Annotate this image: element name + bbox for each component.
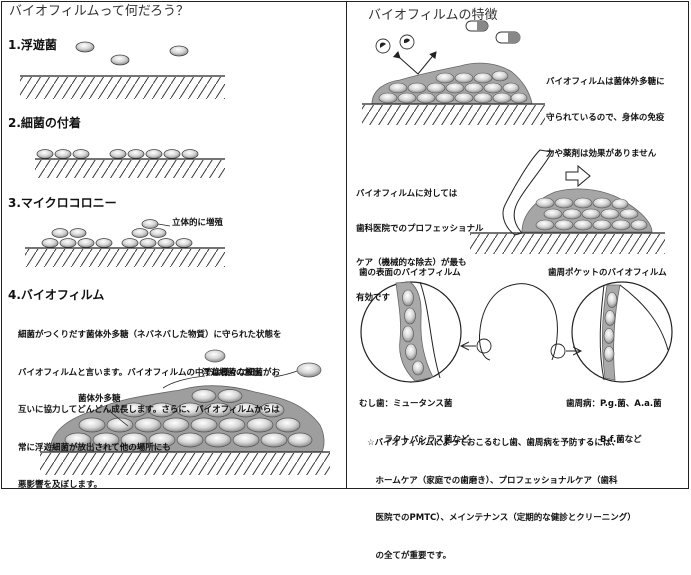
eps-leader-line bbox=[107, 409, 129, 427]
step-3-note: 立体的に増殖 bbox=[172, 218, 224, 228]
deflect-arrow bbox=[392, 51, 437, 75]
eps-label: 菌体外多糖 bbox=[78, 394, 121, 404]
floating-bacterium bbox=[75, 41, 95, 53]
floating-bacterium bbox=[169, 45, 189, 57]
caries-line: ラクトバシラス菌など bbox=[359, 435, 470, 445]
attached-bacteria-group bbox=[36, 149, 199, 159]
biofilm-feature bbox=[371, 62, 533, 105]
removal-paragraph: バイオフィルムに対しては 歯科医院でのプロフェッショナル ケア（機械的な除去）が… bbox=[356, 166, 484, 316]
biofilm-cells bbox=[64, 389, 313, 448]
step-2-heading: 2.細菌の付着 bbox=[8, 116, 81, 130]
surface-step4 bbox=[40, 451, 330, 475]
feature-line: バイオフィルムは菌体外多糖に bbox=[546, 77, 665, 87]
step-4-line: バイオフィルムと言います。バイオフィルムの中では様々な細菌がお bbox=[18, 367, 280, 378]
removal-line: 有効です bbox=[356, 292, 391, 303]
feature-line: 守られているので、身体の免疫 bbox=[546, 113, 665, 123]
release-leader-line bbox=[273, 370, 298, 378]
direction-arrow bbox=[565, 164, 591, 188]
released-bacterium bbox=[204, 349, 226, 363]
feature-line: 力や薬剤は効果がありません bbox=[546, 149, 657, 159]
step-4-line: 細菌がつくりだす菌体外多糖（ネバネバした物質）に守られた状態を bbox=[18, 330, 282, 340]
prevention-line: ☆バイオフィルムによっておこるむし歯、歯周病を予防するには、 bbox=[367, 438, 620, 448]
step-4-paragraph: 細菌がつくりだす菌体外多糖（ネバネバした物質）に守られた状態を バイオフィルムと… bbox=[18, 304, 282, 504]
tooth-surface-magnifier bbox=[360, 281, 462, 383]
perio-pocket-magnifier bbox=[571, 281, 673, 383]
step-4-line: 悪影響を及ぼします。 bbox=[18, 480, 103, 490]
prevention-line: の全てが重要です。 bbox=[367, 550, 452, 561]
release-leader-line bbox=[162, 375, 206, 389]
prevention-line: ホームケア（家庭での歯磨き）、プロフェッショナルケア（歯科 bbox=[367, 475, 618, 486]
center-divider bbox=[346, 1, 347, 489]
step-1-heading: 1.浮遊菌 bbox=[8, 38, 57, 52]
step-4-heading: 4.バイオフィルム bbox=[8, 288, 105, 302]
step-4-line: 常に浮遊細菌が放出されて他の場所にも bbox=[18, 442, 171, 453]
surface-step2 bbox=[35, 158, 225, 178]
caries-line: むし歯：ミュータンス菌 bbox=[359, 399, 453, 409]
perio-paragraph: 歯周病：P.g.菌、A.a.菌 B.f.菌など bbox=[566, 374, 662, 458]
released-bacterium bbox=[296, 362, 322, 378]
tooth-surface-label: 歯の表面のバイオフィルム bbox=[359, 268, 461, 278]
perio-line: B.f.菌など bbox=[566, 435, 642, 445]
step-3-heading: 3.マイクロコロニー bbox=[8, 196, 117, 210]
prevention-line: 医院でのPMTC）、メインテナンス（定期的な健診とクリーニング） bbox=[367, 513, 636, 523]
prevention-paragraph: ☆バイオフィルムによっておこるむし歯、歯周病を予防するには、 ホームケア（家庭で… bbox=[367, 412, 636, 575]
page-frame bbox=[1, 1, 689, 489]
biofilm-removal bbox=[521, 188, 653, 233]
right-panel-title: バイオフィルムの特徴 bbox=[368, 8, 498, 23]
surface-removal bbox=[470, 232, 665, 254]
perio-line: 歯周病：P.g.菌、A.a.菌 bbox=[566, 399, 662, 409]
release-label: 浮遊細菌の放出 bbox=[202, 368, 262, 378]
tooth-outline bbox=[462, 283, 580, 361]
caries-paragraph: むし歯：ミュータンス菌 ラクトバシラス菌など bbox=[359, 374, 469, 458]
removal-line: ケア（機械的な除去）が最も bbox=[356, 258, 467, 268]
drug-capsules bbox=[465, 20, 521, 44]
left-panel-title: バイオフィルムって何だろう？ bbox=[9, 4, 190, 19]
removal-line: バイオフィルムに対しては bbox=[356, 189, 458, 199]
microcolony-group bbox=[41, 219, 193, 248]
surface-step3 bbox=[25, 247, 225, 267]
illustration-canvas bbox=[20, 20, 673, 475]
floating-bacteria-group bbox=[75, 41, 189, 66]
floating-bacterium bbox=[110, 54, 130, 66]
surface-feature bbox=[362, 103, 545, 125]
step-4-line: 互いに協力してどんどん成長します。さらに、バイオフィルムからは bbox=[18, 405, 280, 415]
biofilm-large bbox=[49, 349, 325, 453]
feature-paragraph: バイオフィルムは菌体外多糖に 守られているので、身体の免疫 力や薬剤は効果があり… bbox=[546, 52, 665, 172]
removal-line: 歯科医院でのプロフェッショナル bbox=[356, 223, 484, 234]
perio-pocket-label: 歯周ポケットのバイオフィルム bbox=[548, 268, 667, 278]
surface-step1 bbox=[20, 75, 225, 99]
immune-cells bbox=[375, 34, 415, 54]
